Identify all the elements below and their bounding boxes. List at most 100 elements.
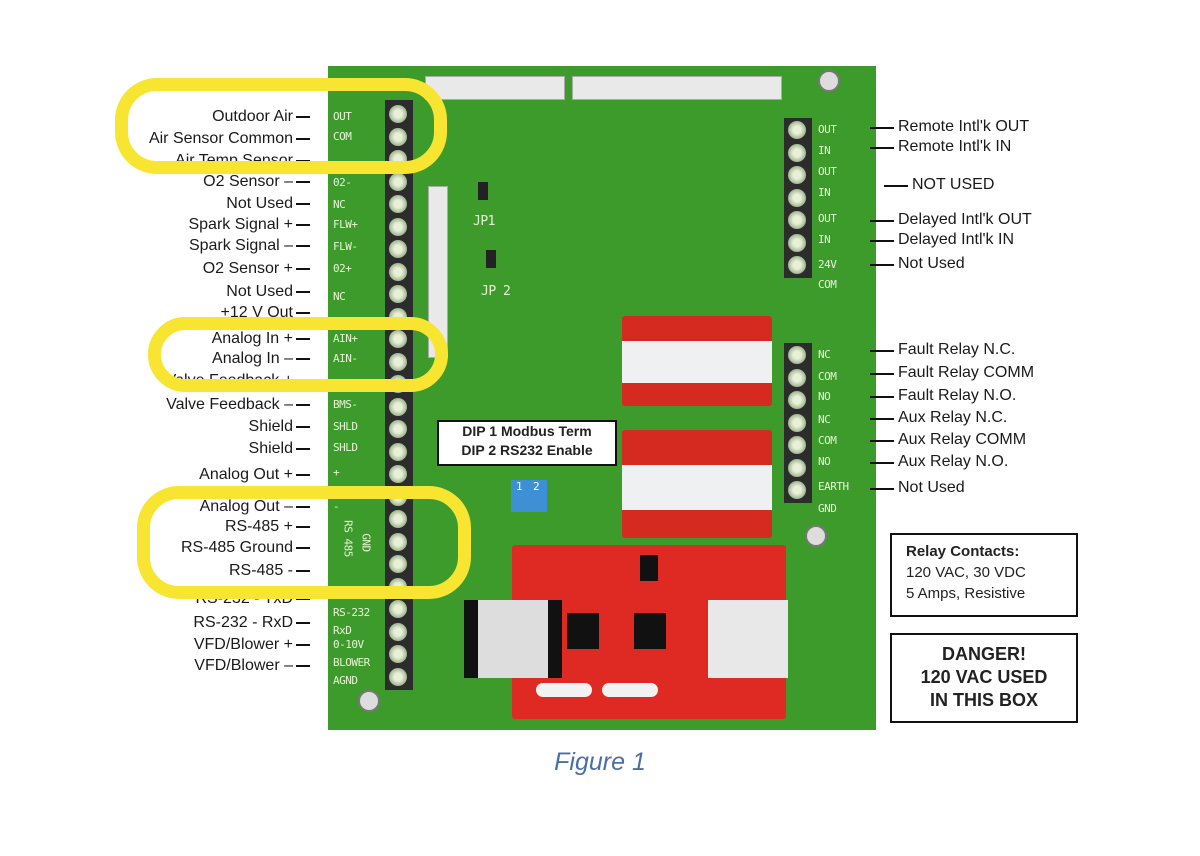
terminal-screw-icon [389, 622, 407, 641]
left-pin-label: RS-232 [333, 606, 370, 619]
left-pin-label: OUT [333, 110, 352, 123]
highlight-outdoor-air [115, 78, 447, 174]
terminal-screw-icon [788, 143, 806, 162]
dip-note-box: DIP 1 Modbus Term DIP 2 RS232 Enable [437, 420, 617, 466]
relay-contacts-line: 5 Amps, Resistive [906, 585, 1026, 602]
highlight-rs485 [137, 486, 471, 599]
terminal-screw-icon [788, 233, 806, 252]
left-pin-label: SHLD [333, 420, 358, 433]
jumper-jp2[interactable] [486, 250, 496, 268]
right-pin-label: COM [818, 278, 837, 291]
right-pin-label: OUT [818, 212, 837, 225]
right-pin-label: NC [818, 413, 831, 426]
right-terminal-label: Delayed Intl'k OUT [870, 211, 1032, 228]
left-pin-label: COM [333, 130, 352, 143]
left-pin-label: AGND [333, 674, 358, 687]
dip-switch[interactable]: 1 2 [511, 480, 547, 512]
right-terminal-label: Aux Relay N.C. [869, 409, 1008, 426]
terminal-screw-icon [788, 368, 806, 387]
left-terminal-label: RS-485 Ground [181, 539, 310, 557]
terminal-screw-icon [389, 217, 407, 236]
left-pin-label: BLOWER [333, 656, 370, 669]
terminal-screw-icon [389, 285, 407, 303]
terminal-screw-icon [788, 256, 806, 274]
right-terminal-label: Remote Intl'k OUT [869, 118, 1030, 135]
terminal-screw-icon [389, 420, 407, 438]
left-terminal-label: Shield [249, 418, 310, 436]
terminal-screw-icon [389, 105, 407, 123]
terminal-screw-icon [389, 330, 407, 348]
terminal-screw-icon [389, 172, 407, 191]
right-terminal-label: Remote Intl'k IN [869, 138, 1012, 155]
right-terminal-label: NOT USED [883, 176, 995, 193]
left-terminal-label: RS-485 - [229, 562, 310, 580]
left-terminal-label: Spark Signal – [189, 237, 310, 255]
left-terminal-label: O2 Sensor – [203, 173, 310, 191]
right-pin-label: EARTH [818, 480, 849, 493]
left-terminal-label: Analog Out – [200, 498, 310, 516]
left-terminal-label: RS-485 + [225, 518, 310, 536]
right-terminal-label: Fault Relay N.O. [869, 387, 1017, 404]
terminal-screw-icon [788, 188, 806, 207]
left-terminal-strip [385, 100, 413, 690]
right-pin-label: COM [818, 434, 837, 447]
left-pin-label: AIN+ [333, 332, 358, 345]
relay-terminal-strip [784, 343, 812, 503]
terminal-screw-icon [389, 262, 407, 281]
right-terminal-label: Aux Relay N.O. [869, 453, 1009, 470]
right-pin-label: OUT [818, 123, 837, 136]
screw-icon [358, 690, 380, 712]
left-pin-label: FLW+ [333, 218, 358, 231]
terminal-screw-icon [389, 667, 407, 686]
terminal-screw-icon [389, 555, 407, 573]
left-pin-label: 02- [333, 176, 352, 189]
aux-relay [622, 430, 772, 538]
left-terminal-label: Not Used [226, 195, 310, 213]
terminal-screw-icon [389, 352, 407, 371]
right-terminal-label: Not Used [870, 255, 965, 272]
fault-relay [622, 316, 772, 406]
jumper-jp1[interactable] [478, 182, 488, 200]
left-terminal-label: Analog In – [212, 350, 310, 368]
left-pin-label: NC [333, 198, 346, 211]
screw-icon [805, 525, 827, 547]
terminal-screw-icon [788, 121, 806, 139]
terminal-screw-icon [389, 600, 407, 618]
right-terminal-label: Delayed Intl'k IN [870, 231, 1014, 248]
left-pin-label: SHLD [333, 441, 358, 454]
danger-line: IN THIS BOX [929, 690, 1038, 710]
left-pin-label: AIN- [333, 352, 358, 365]
terminal-screw-icon [788, 166, 806, 184]
left-pin-label: + [333, 466, 340, 479]
dip-note-line: DIP 2 RS232 Enable [461, 442, 593, 458]
left-pin-label: - [333, 500, 340, 513]
jp2-label: JP 2 [481, 284, 511, 299]
relay-contacts-box: Relay Contacts: 120 VAC, 30 VDC 5 Amps, … [890, 533, 1078, 617]
right-terminal-label: Fault Relay COMM [869, 364, 1035, 381]
terminal-screw-icon [788, 391, 806, 409]
danger-line: DANGER! [942, 644, 1026, 664]
left-terminal-label: RS-232 - RxD [193, 614, 310, 632]
right-terminal-label: Fault Relay N.C. [869, 341, 1016, 358]
right-terminal-label: Not Used [870, 479, 965, 496]
right-pin-label: NO [818, 390, 831, 403]
terminal-screw-icon [788, 458, 806, 477]
terminal-screw-icon [389, 645, 407, 663]
screw-icon [818, 70, 840, 92]
terminal-screw-icon [788, 481, 806, 499]
left-terminal-label: O2 Sensor + [203, 260, 310, 278]
left-pin-label: 0-10V [333, 638, 364, 651]
relay-contacts-line: 120 VAC, 30 VDC [906, 564, 1026, 581]
terminal-screw-icon [389, 127, 407, 146]
terminal-screw-icon [389, 532, 407, 551]
terminal-screw-icon [389, 442, 407, 461]
dip-1: 1 [516, 480, 523, 493]
right-terminal-label: Aux Relay COMM [869, 431, 1027, 448]
right-pin-label: NC [818, 348, 831, 361]
right-pin-label: OUT [818, 165, 837, 178]
left-terminal-label: Analog In + [212, 330, 310, 348]
danger-line: 120 VAC USED [920, 667, 1048, 687]
left-pin-label: FLW- [333, 240, 358, 253]
terminal-screw-icon [389, 510, 407, 528]
left-terminal-label: Analog Out + [199, 466, 310, 484]
